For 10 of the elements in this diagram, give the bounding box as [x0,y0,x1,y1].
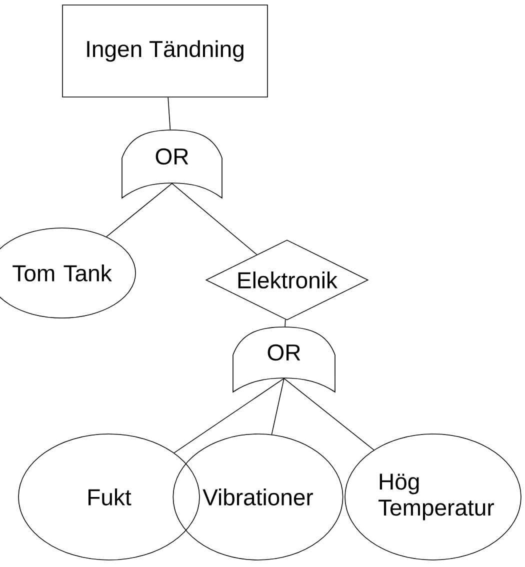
or-gate: OR [232,326,336,392]
connector-line [271,378,284,435]
or-gate: OR [122,130,222,198]
connector-line [172,183,258,255]
connector-line [284,319,286,327]
event-box: Ingen Tändning [62,4,268,98]
connector-line [106,183,172,238]
connector-line [168,97,171,130]
connector-line [174,378,284,454]
connector-line [284,378,374,450]
